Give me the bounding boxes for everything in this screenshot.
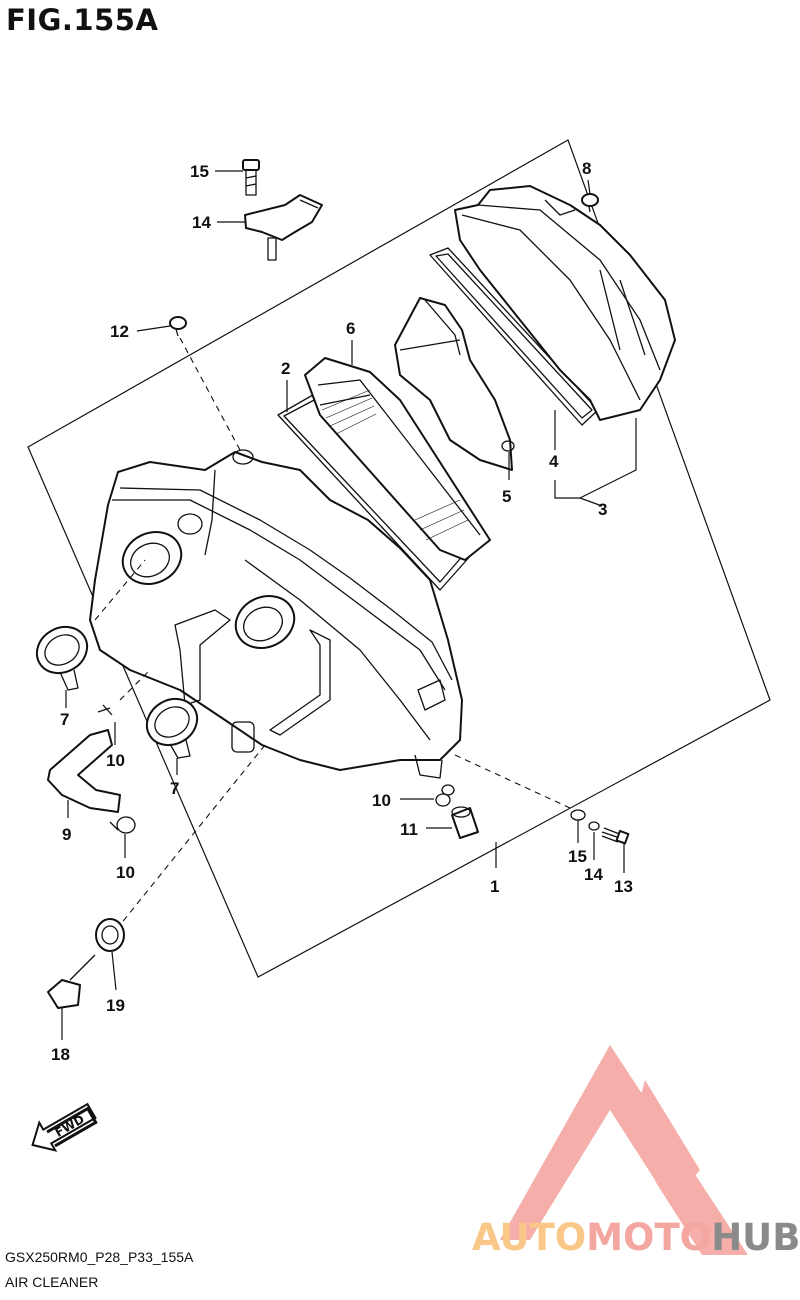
callout-19: 19 [106,996,125,1015]
callout-16: 14 [192,213,211,232]
part-10-clip-a [97,704,113,716]
callout-9: 9 [62,825,71,844]
part-10-clip-c [435,784,455,807]
callout-15: 15 [568,847,587,866]
automotohub-watermark: AUTOMOTOHUB [472,1045,800,1259]
callout-10-a: 10 [106,751,125,770]
callout-11: 11 [400,820,418,839]
svg-text:AUTOMOTOHUB: AUTOMOTOHUB [472,1216,800,1259]
callout-14: 14 [584,865,603,884]
part-8-screw [581,193,599,213]
part-17-bolt [242,159,260,196]
part-13-bolt [601,827,630,845]
part-15-washer [570,809,586,821]
part-10-clip-b [109,816,136,834]
section-name: AIR CLEANER [5,1274,99,1290]
watermark-hub: HUB [711,1216,800,1259]
part-6-filter-element [304,357,491,561]
callout-10-c: 10 [372,791,391,810]
watermark-moto: MOTO [586,1216,711,1259]
model-code: GSX250RM0_P28_P33_155A [5,1249,194,1265]
callout-7-upper: 7 [60,710,69,729]
part-5-intake-duct [394,297,515,471]
callout-5: 5 [502,487,511,506]
callout-13: 13 [614,877,633,896]
watermark-triangle-icon [500,1045,748,1255]
air-cleaner-case [89,449,463,779]
callout-3: 3 [598,500,607,519]
part-7-clamp-upper [35,625,89,691]
callout-12: 12 [110,322,129,341]
callout-1: 1 [490,877,499,896]
leader-lines [61,170,637,1040]
callout-7-lower: 7 [170,779,179,798]
callout-2: 2 [281,359,290,378]
figure-footer: GSX250RM0_P28_P33_155A AIR CLEANER [5,1245,193,1295]
figure-title: FIG.155A [6,3,159,37]
callout-17: 15 [190,162,209,181]
part-14-collar [588,821,600,831]
part-3-cleaner-cover [454,185,676,421]
part-7-clamp-lower [145,697,199,759]
part-19-grommet [95,918,125,952]
assembly-boundary [27,139,771,978]
watermark-auto: AUTO [472,1216,586,1259]
callout-10-b: 10 [116,863,135,882]
callout-18: 18 [51,1045,70,1064]
callout-8: 8 [582,159,591,178]
callout-4: 4 [549,452,559,471]
part-12-screw [169,316,187,337]
part-11-plug [451,806,479,839]
callout-6: 6 [346,319,355,338]
part-18-drain-valve [47,954,96,1009]
part-9-drain-hose [47,729,121,813]
fwd-direction-arrow: FWD [31,1102,98,1152]
part-16-sensor [244,194,323,261]
